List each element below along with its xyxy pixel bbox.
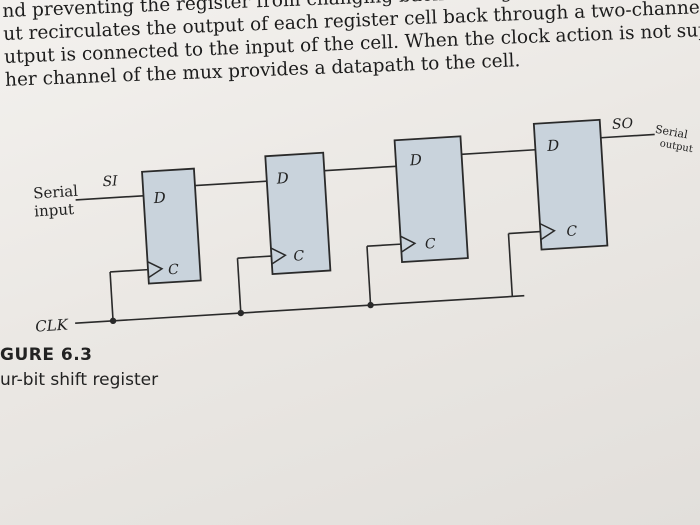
register-cell-2: D C (264, 151, 332, 275)
c-input-label: C (425, 236, 437, 253)
clk-branch-wire (507, 233, 514, 297)
clock-triangle-icon (270, 247, 287, 265)
clk-branch-wire (236, 258, 242, 314)
q-to-d-wire (324, 165, 397, 172)
serial-output-label: Serial (654, 123, 689, 142)
clock-triangle-icon (400, 235, 417, 253)
bleed-through-text (236, 288, 241, 304)
c-input-label: C (293, 248, 305, 265)
register-cell-1: D C (141, 167, 202, 285)
junction-dot (237, 309, 245, 317)
q-to-d-wire (194, 180, 267, 187)
serial-input-label: Serial (33, 182, 79, 203)
flip-flop-box (393, 135, 469, 264)
flip-flop-box (264, 151, 332, 275)
clock-triangle-icon (147, 260, 164, 279)
serial-output-label: output (659, 138, 694, 155)
d-input-label: D (152, 188, 166, 207)
clk-branch-wire (508, 230, 541, 235)
figure-label: GURE 6.3 (0, 345, 93, 365)
clk-branch-wire (109, 271, 114, 321)
flip-flop-box (532, 118, 609, 251)
clk-branch-wire (237, 255, 272, 259)
clk-label: CLK (35, 316, 69, 336)
d-input-label: D (546, 136, 560, 155)
register-cell-4: D C (532, 118, 609, 251)
clk-branch-wire (366, 243, 401, 248)
serial-input-label: input (34, 200, 75, 220)
junction-dot (109, 317, 117, 325)
clk-branch-wire (110, 268, 149, 273)
d-input-label: D (275, 169, 289, 188)
register-cell-3: D C (393, 135, 469, 264)
d-input-label: D (408, 151, 422, 170)
clock-triangle-icon (539, 222, 556, 241)
clk-bus-wire (75, 294, 525, 324)
serial-output-wire (600, 133, 655, 139)
si-label: SI (102, 173, 119, 190)
clk-branch-wire (366, 246, 372, 306)
junction-dot (367, 301, 374, 309)
so-label: SO (612, 116, 635, 133)
flip-flop-box (141, 167, 202, 285)
c-input-label: C (566, 223, 578, 240)
q-to-d-wire (461, 148, 536, 156)
serial-input-wire (75, 194, 148, 201)
c-input-label: C (168, 262, 180, 279)
figure-title: ur-bit shift register (0, 370, 159, 390)
